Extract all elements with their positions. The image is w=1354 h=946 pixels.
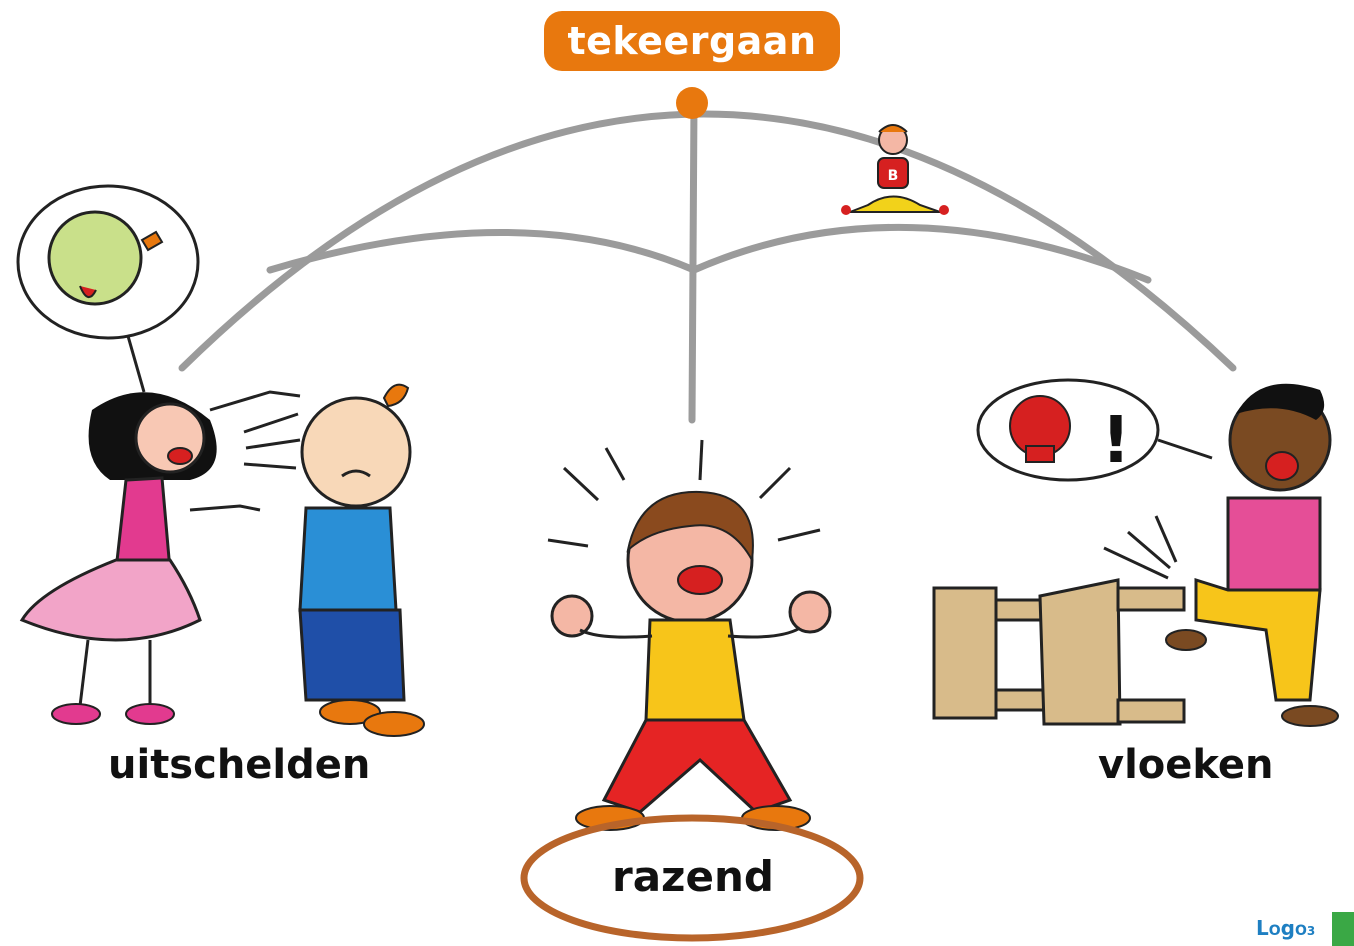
center-stem: [688, 99, 698, 424]
inner-arc-left: [266, 229, 698, 274]
svg-text:B: B: [888, 168, 899, 184]
svg-text:!: !: [1101, 404, 1130, 478]
word-label-left: uitschelden: [108, 742, 371, 788]
scolding-illustration: [16, 184, 425, 737]
logo-text: LOgO3: [1256, 916, 1316, 940]
furious-child-illustration: [547, 439, 832, 831]
highlight-ellipse: [520, 814, 864, 942]
outer-arc: [178, 110, 1237, 372]
logo-green-box: [1332, 912, 1354, 946]
inner-arc-right: [690, 223, 1152, 284]
word-label-right: vloeken: [1098, 742, 1274, 788]
cursing-illustration: !: [932, 378, 1339, 727]
publisher-logo: LOgO3: [1256, 912, 1354, 946]
word-label-center: razend: [612, 852, 774, 901]
umbrella-arcs: [178, 99, 1237, 424]
mascot-icon: B: [841, 124, 949, 215]
central-word-pill: tekeergaan: [544, 11, 840, 71]
top-node: [676, 87, 708, 119]
